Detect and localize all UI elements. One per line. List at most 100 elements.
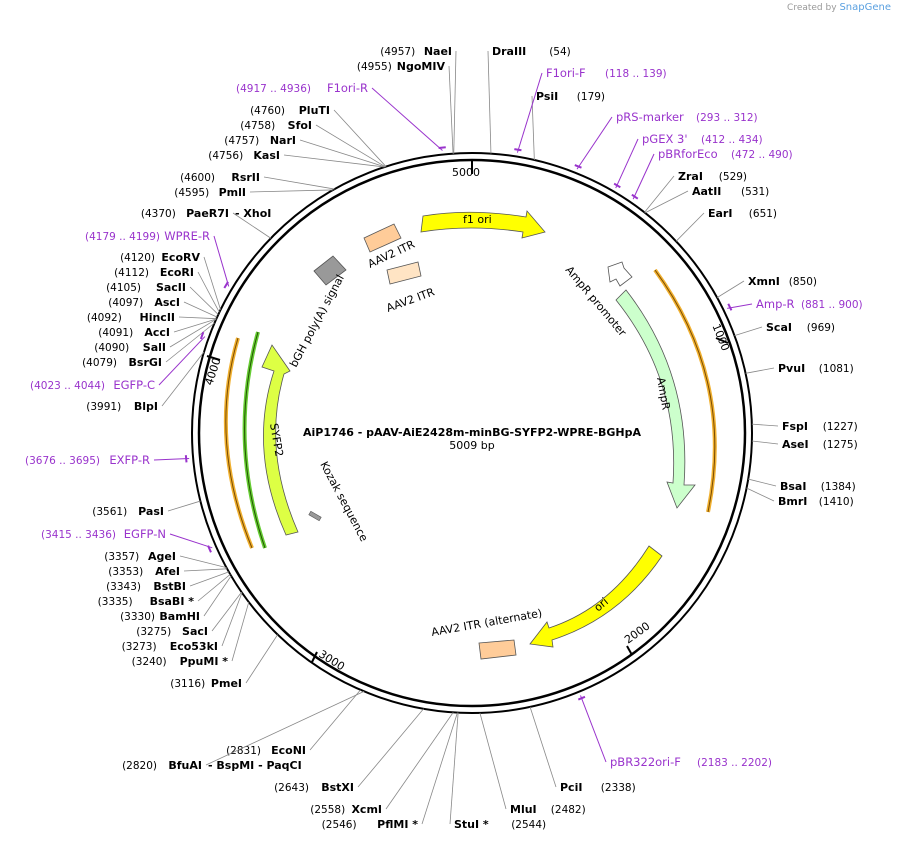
primer-name-f1ori-r: F1ori-R — [327, 81, 368, 95]
enzyme-pos-paer7i: (4370) — [141, 208, 176, 220]
primer-range-f1ori-f: (118 .. 139) — [605, 68, 667, 80]
enzyme-pos-psii: (179) — [577, 91, 605, 103]
enzyme-name-ecorv: EcoRV — [161, 251, 200, 264]
tick-4000 — [206, 355, 221, 361]
tick-3000 — [311, 651, 318, 663]
enzyme-name-xmni: XmnI — [748, 275, 780, 288]
enzyme-leader-nari — [299, 139, 386, 168]
enzyme-name-bfuai: BfuAI — [168, 759, 202, 772]
enzyme-pos-zrai: (529) — [719, 171, 747, 183]
enzyme-name-asei: AseI — [782, 438, 809, 451]
enzyme-name-bsrgi: BsrGI — [129, 356, 162, 369]
feature-aav2-itr-alternate-box — [478, 639, 517, 660]
primer-leader-prs-marker — [576, 116, 613, 170]
feature-bgh-polya-box — [313, 255, 347, 286]
enzyme-name-blpi: BlpI — [134, 400, 158, 413]
enzyme-name-aatii: AatII — [692, 185, 721, 198]
primer-leader-egfp-c — [158, 336, 206, 386]
enzyme-pos-nari: (4757) — [224, 135, 259, 147]
enzyme-pos-bsabi: (3335) — [98, 596, 133, 608]
enzyme-pos-bsai: (1384) — [821, 481, 856, 493]
enzyme-leader-bsrgi — [165, 322, 215, 363]
enzyme-pos-ecori: (4112) — [114, 267, 149, 279]
primer-name-wpre-r: WPRE-R — [164, 229, 210, 243]
feature-syfp2-arrow — [261, 344, 299, 536]
tick-1000 — [715, 337, 729, 344]
enzyme-leader-pluti — [333, 109, 387, 167]
primer-mark-egfp-c — [199, 331, 205, 340]
enzyme-pos-pmli: (4595) — [174, 187, 209, 199]
enzyme-pos-fspi: (1227) — [823, 421, 858, 433]
enzyme-name-acci: AccI — [144, 326, 170, 339]
enzyme-pos-asei: (1275) — [823, 439, 858, 451]
primer-name-egfp-c: EGFP-C — [113, 378, 155, 392]
enzyme-name-hincii: HincII — [139, 311, 175, 324]
enzyme-pos-sacii: (4105) — [106, 282, 141, 294]
enzyme-leader-ecorv — [203, 256, 221, 310]
enzyme-pos-econi: (2831) — [226, 745, 261, 757]
enzyme-name-xcmi: XcmI — [351, 803, 382, 816]
enzyme-name-kasi: KasI — [253, 149, 280, 162]
primer-range-amp-r: (881 .. 900) — [801, 299, 863, 311]
enzyme-name-zrai: ZraI — [678, 170, 703, 183]
enzyme-pos-bsrgi: (4079) — [82, 357, 117, 369]
enzyme-pos-pmei: (3116) — [170, 678, 205, 690]
primer-name-pbr322ori-f: pBR322ori-F — [610, 755, 681, 769]
enzyme-leader-ppumi — [231, 601, 250, 662]
enzyme-name-ecori: EcoRI — [160, 266, 194, 279]
tick-2000 — [626, 645, 633, 656]
primer-leader-exfp-r — [153, 458, 190, 461]
enzyme-leader-econi — [309, 689, 361, 751]
enzyme-name-bstxi: BstXI — [321, 781, 354, 794]
primer-leader-wpre-r — [213, 235, 230, 287]
primer-mark-f1ori-f — [514, 148, 522, 152]
enzyme-name-bamhi: BamHI — [159, 610, 200, 623]
enzyme-pos-pflmi: (2546) — [322, 819, 357, 831]
enzyme-leader-xcmi — [385, 712, 454, 810]
enzyme-extra-bfuai: - BspMI - PaqCI — [208, 759, 302, 772]
enzyme-name-bsai: BsaI — [780, 480, 806, 493]
enzyme-leader-pmli — [249, 189, 334, 193]
credit-prefix: Created by — [787, 3, 837, 13]
feature-syfp2-orf-green-inner — [244, 331, 266, 549]
enzyme-leader-zrai — [644, 175, 675, 213]
primer-leader-pbrforeco — [632, 153, 655, 200]
enzyme-pos-blpi: (3991) — [86, 401, 121, 413]
enzyme-pos-pasi: (3561) — [92, 506, 127, 518]
feature-aav2-itr-alternate-label: AAV2 ITR (alternate) — [430, 607, 543, 639]
enzyme-leader-ecori — [197, 271, 220, 313]
enzyme-name-bstbi: BstBI — [153, 580, 186, 593]
enzyme-extra-paer7i: - XhoI — [235, 207, 271, 220]
tick-label-5000: 5000 — [452, 166, 480, 179]
enzyme-name-eco53ki: Eco53kI — [170, 640, 218, 653]
enzyme-name-eari: EarI — [708, 207, 732, 220]
enzyme-name-pvui: PvuI — [778, 362, 805, 375]
enzyme-leader-aatii — [644, 190, 689, 214]
enzyme-pos-bstxi: (2643) — [274, 782, 309, 794]
enzyme-name-ngomiv: NgoMIV — [397, 60, 446, 73]
enzyme-leader-scai — [734, 326, 763, 336]
tick-label-1000: 1000 — [709, 322, 732, 353]
enzyme-leader-naei — [453, 50, 457, 154]
enzyme-name-stui: StuI * — [454, 818, 489, 831]
tick-label-4000: 4000 — [202, 356, 223, 387]
enzyme-name-pcii: PciI — [560, 781, 582, 794]
enzyme-name-draiii: DraIII — [492, 45, 526, 58]
enzyme-name-psii: PsiI — [536, 90, 558, 103]
enzyme-leader-sali — [169, 318, 217, 348]
enzyme-name-agei: AgeI — [148, 550, 176, 563]
enzyme-pos-bfuai: (2820) — [122, 760, 157, 772]
primer-name-prs-marker: pRS-marker — [616, 110, 684, 124]
enzyme-pos-pluti: (4760) — [250, 105, 285, 117]
enzyme-pos-pvui: (1081) — [819, 363, 854, 375]
enzyme-pos-rsrii: (4600) — [180, 172, 215, 184]
enzyme-leader-stui — [449, 712, 459, 825]
enzyme-leader-bmri — [746, 487, 775, 502]
enzyme-leader-afei — [183, 568, 228, 572]
enzyme-name-naei: NaeI — [424, 45, 452, 58]
primer-mark-f1ori-r — [438, 146, 446, 149]
enzyme-leader-acci — [173, 318, 217, 333]
feature-aav2-itr-label-2: AAV2 ITR — [385, 285, 437, 315]
feature-ampr-promoter-arrow — [607, 261, 633, 287]
